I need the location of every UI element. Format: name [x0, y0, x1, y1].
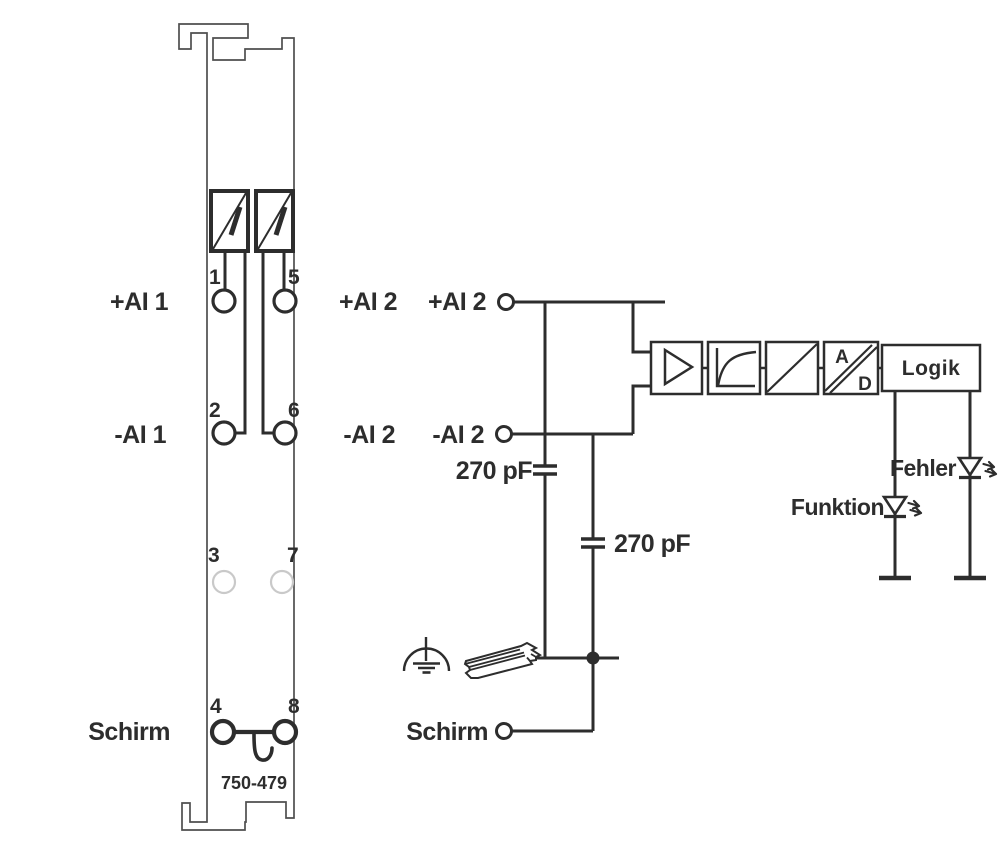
pin-number-6: 6	[288, 399, 300, 422]
channel-symbol-2	[254, 189, 295, 253]
label-ai1-minus: -AI 1	[114, 421, 166, 449]
terminal-8-circle	[271, 718, 299, 746]
label-schirm-module: Schirm	[88, 718, 170, 746]
amplifier-block	[649, 340, 704, 396]
logic-block	[880, 343, 982, 393]
label-ai2-minus-module: -AI 2	[343, 421, 395, 449]
pin-number-7: 7	[287, 544, 299, 567]
wire-branch-amp-bottom	[631, 384, 651, 434]
terminal-4-circle	[209, 718, 237, 746]
terminal-3-circle	[211, 569, 237, 595]
schematic-terminal-ai2-plus	[497, 293, 515, 311]
pin-number-2: 2	[209, 399, 221, 422]
din-rail-icon	[463, 641, 543, 679]
signal-chain	[649, 340, 982, 396]
capacitor-2	[581, 537, 605, 549]
funktion-led-icon	[882, 495, 923, 519]
filter-block	[706, 340, 762, 396]
pin-number-1: 1	[209, 266, 221, 289]
schematic-terminal-schirm	[495, 722, 513, 740]
pin-number-3: 3	[208, 544, 220, 567]
isolation-diagonal-icon	[766, 343, 818, 393]
module-internal-wiring	[223, 251, 286, 435]
earth-ground-icon	[402, 637, 451, 674]
schematic-label-ai2-plus: +AI 2	[428, 288, 486, 316]
shield-clamp-hook	[252, 732, 274, 762]
capacitor-2-value: 270 pF	[614, 530, 690, 558]
schematic-terminal-ai2-minus	[495, 425, 513, 443]
schematic-label-schirm: Schirm	[406, 718, 488, 746]
logic-block-label: Logik	[902, 357, 961, 380]
adc-letter-d: D	[858, 374, 872, 395]
isolation-block	[764, 340, 820, 396]
fehler-led-icon	[957, 456, 998, 480]
led-branches	[879, 391, 986, 581]
label-ai2-plus-module: +AI 2	[339, 288, 397, 316]
ad-converter-block	[822, 340, 880, 396]
terminal-2-circle	[211, 420, 237, 446]
schematic-wires	[512, 300, 665, 733]
pin-number-4: 4	[210, 695, 222, 718]
junction-dot	[586, 651, 600, 665]
pin-number-8: 8	[288, 695, 300, 718]
capacitor-1-value: 270 pF	[456, 457, 532, 485]
label-ai1-plus: +AI 1	[110, 288, 169, 316]
filter-curve-icon	[716, 350, 757, 387]
fehler-led-label: Fehler	[890, 455, 957, 481]
terminal-5-circle	[272, 288, 298, 314]
terminal-7-circle	[269, 569, 295, 595]
pin-number-5: 5	[288, 266, 300, 289]
schematic-label-ai2-minus: -AI 2	[432, 421, 484, 449]
wire-branch-amp-top	[631, 302, 651, 354]
adc-letter-a: A	[835, 347, 849, 368]
terminal-6-circle	[272, 420, 298, 446]
capacitor-1	[533, 464, 557, 476]
channel-symbol-1	[209, 189, 250, 253]
filter-axes-icon	[715, 348, 755, 388]
funktion-led-label: Funktion	[791, 494, 884, 520]
terminal-1-circle	[211, 288, 237, 314]
part-number: 750-479	[221, 773, 287, 793]
amplifier-triangle-icon	[663, 347, 695, 387]
